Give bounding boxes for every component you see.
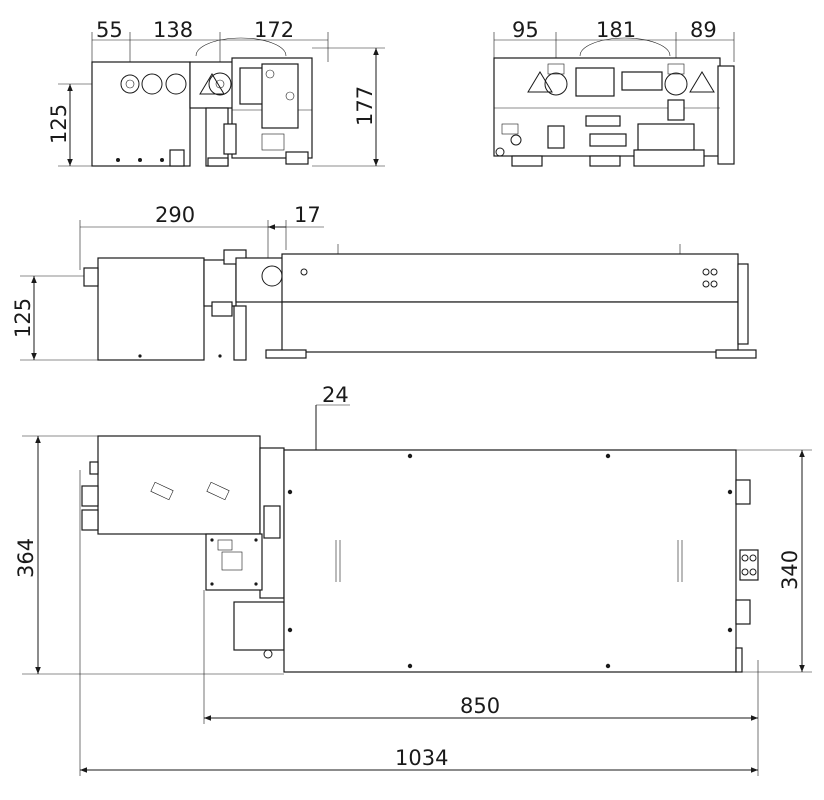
side-view-body: [83, 244, 757, 361]
front-view: 55 138 172 125 177: [47, 18, 385, 167]
dim-side-290: 290: [155, 203, 195, 227]
dim-top-850: 850: [460, 694, 500, 718]
dim-front-138: 138: [153, 18, 193, 42]
dim-front-177: 177: [353, 86, 377, 126]
rear-view: 95 181 89: [493, 18, 735, 167]
top-view-body: [81, 435, 759, 673]
side-view: 290 17 125: [11, 203, 757, 361]
front-view-height-177: 177: [312, 47, 385, 167]
top-view-depth-340: 340: [736, 449, 812, 673]
dim-side-125: 125: [11, 298, 35, 338]
front-view-body: [91, 37, 313, 167]
dim-top-364: 364: [14, 538, 38, 578]
top-view-depth-364: 364: [14, 435, 284, 675]
top-view-length-850: 850: [203, 590, 759, 724]
side-view-height-125: 125: [11, 275, 100, 361]
dim-top-24: 24: [322, 383, 349, 407]
rear-view-body: [493, 37, 735, 167]
front-view-top-dimensions: 55 138 172: [91, 18, 329, 75]
top-view-offset-24: 24: [313, 383, 350, 468]
dim-side-17: 17: [294, 203, 321, 227]
dim-front-55: 55: [96, 18, 123, 42]
top-view: 24 364 340 850 1034: [14, 383, 812, 776]
dim-rear-89: 89: [690, 18, 717, 42]
dim-front-125: 125: [47, 104, 71, 144]
side-view-top-dimensions: 290 17: [79, 203, 324, 270]
dim-top-340: 340: [778, 550, 802, 590]
dim-front-172: 172: [254, 18, 294, 42]
front-view-height-125: 125: [47, 83, 110, 167]
dim-rear-95: 95: [512, 18, 539, 42]
dim-top-1034: 1034: [395, 746, 448, 770]
top-view-length-1034: 1034: [79, 470, 759, 776]
